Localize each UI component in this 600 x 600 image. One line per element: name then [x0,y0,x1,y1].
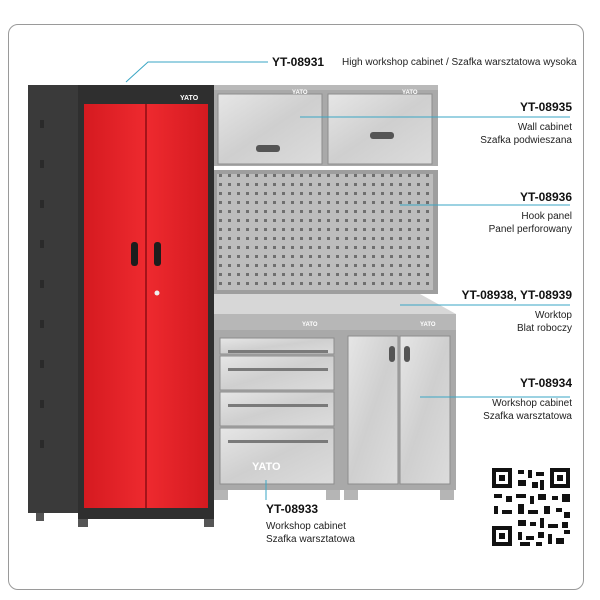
leader-lines [125,61,570,500]
product-frame [8,24,584,590]
brand-logo-wall-right: YATO [402,90,418,96]
brand-logo-tall: YATO [180,95,199,102]
drawer-cabinet: YATO [212,330,342,500]
item-desc-drawer-cabinet-en: Workshop cabinet [266,521,346,532]
item-code-wall-cabinet: YT-08935 [519,100,572,114]
door-cabinet [342,330,456,500]
item-desc-worktop-pl: Blat roboczy [516,323,572,334]
hook-panel [212,170,438,294]
brand-logo-worktop-left: YATO [302,322,318,328]
item-code-drawer-cabinet: YT-08933 [266,502,319,516]
item-code-high-cabinet: YT-08931 [272,55,325,69]
item-code-hook-panel: YT-08936 [519,190,572,204]
worktop: YATO YATO [212,294,456,330]
item-code-worktop: YT-08938, YT-08939 [461,288,572,302]
item-desc-workshop-cabinet-pl: Szafka warsztatowa [483,411,572,422]
brand-logo-wall-left: YATO [292,90,308,96]
item-desc-wall-cabinet-en: Wall cabinet [517,122,572,133]
item-desc-drawer-cabinet-pl: Szafka warsztatowa [266,534,355,545]
item-desc-hook-panel-en: Hook panel [521,211,572,222]
qr-code-icon [490,466,572,548]
item-code-workshop-cabinet: YT-08934 [519,376,572,390]
item-desc-worktop-en: Worktop [534,310,572,321]
item-desc-high-cabinet: High workshop cabinet / Szafka warsztato… [342,57,577,68]
high-workshop-cabinet: YATO [28,85,214,527]
item-desc-hook-panel-pl: Panel perforowany [488,224,572,235]
brand-logo-worktop-right: YATO [420,322,436,328]
wall-cabinet: YATO YATO [212,85,438,166]
item-desc-wall-cabinet-pl: Szafka podwieszana [480,135,572,146]
item-desc-workshop-cabinet-en: Workshop cabinet [492,398,572,409]
brand-logo-drawer: YATO [252,461,281,473]
